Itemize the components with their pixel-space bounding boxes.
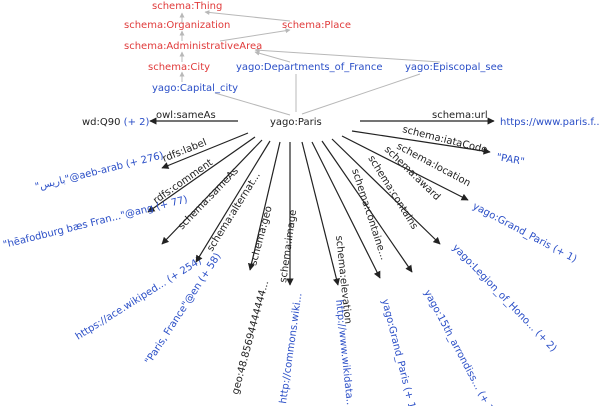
edge-line — [147, 136, 256, 213]
edge-value-label[interactable]: http://commons.wiki... — [278, 292, 304, 404]
edge-0: owl:sameAs wd:Q90 (+ 2) — [82, 110, 238, 128]
edge-line — [301, 141, 340, 286]
edge-line — [161, 139, 263, 245]
class-labels: schema:Thing schema:Organization schema:… — [124, 1, 503, 94]
edge-property-label[interactable]: schema:url — [432, 110, 488, 121]
edge-property-label[interactable]: owl:sameAs — [156, 110, 216, 121]
edge-property-label[interactable]: schema:geo — [248, 205, 274, 267]
edge-more-count[interactable]: (+ 276) — [122, 150, 165, 171]
edge-value-label[interactable]: "باريس"@aeb-arab (+ 276) — [34, 150, 165, 193]
edge-9: schema:containe...yago:Grand_Paris (+ 1) — [311, 141, 418, 406]
class-episcopal-see[interactable]: yago:Episcopal_see — [405, 62, 503, 73]
edge-1: schema:url https://www.paris.f... — [360, 110, 600, 128]
edge-line — [161, 132, 249, 169]
hier-episcopal-admin — [254, 47, 441, 63]
edge-line — [331, 138, 441, 245]
edge-7: schema:image http://commons.wiki... — [278, 142, 305, 404]
hier-place-thing — [204, 9, 291, 22]
edge-value-label[interactable]: "PAR" — [495, 152, 525, 168]
edge-more-count[interactable]: (+ 2) — [121, 117, 150, 128]
type-episcopal-see — [301, 73, 421, 115]
class-administrative-area[interactable]: schema:AdministrativeArea — [124, 41, 262, 52]
edge-more-count[interactable]: (+ 2) — [530, 326, 558, 355]
edge-8: schema:elevationhttp://www.wikidata... — [301, 141, 355, 406]
edge-value-label[interactable]: yago:Grand_Paris (+ 1) — [471, 201, 579, 265]
edge-more-count[interactable]: (+ 1) — [400, 383, 418, 406]
edge-value-label[interactable]: wd:Q90 (+ 2) — [82, 117, 150, 128]
hier-admin-place — [219, 28, 291, 42]
edge-line — [351, 130, 491, 155]
class-thing[interactable]: schema:Thing — [152, 1, 222, 12]
edge-line — [311, 141, 381, 279]
class-hierarchy-lines — [179, 9, 441, 116]
class-place[interactable]: schema:Place — [282, 20, 351, 31]
edge-line — [247, 141, 281, 271]
type-capital-city — [214, 92, 291, 116]
edge-line — [341, 135, 469, 201]
class-organization[interactable]: schema:Organization — [124, 20, 230, 31]
edge-more-count[interactable]: (+ 19) — [474, 387, 500, 406]
edge-value-label[interactable]: yago:Legion_of_Hono... (+ 2) — [450, 242, 559, 354]
center-node[interactable]: yago:Paris — [270, 117, 322, 128]
edge-value-label[interactable]: geo:48.85694444444... — [230, 280, 271, 396]
edge-value-label[interactable]: "hēafodburg bæs Fran..."@ang (+ 77) — [2, 194, 189, 251]
hier-departments-admin — [254, 50, 291, 63]
class-departments-of-france[interactable]: yago:Departments_of_France — [236, 62, 383, 73]
edge-line — [195, 140, 271, 263]
edge-value-label[interactable]: yago:15th_arrondiss... (+ 19) — [421, 288, 500, 406]
edge-line — [321, 140, 413, 273]
edge-value-label[interactable]: https://www.paris.f... — [500, 117, 600, 128]
edge-property-label[interactable]: rdfs:label — [161, 137, 208, 165]
edge-property-label[interactable]: schema:image — [278, 209, 299, 283]
edge-value-label[interactable]: yago:Grand_Paris (+ 1) — [379, 298, 418, 406]
property-edges: owl:sameAs wd:Q90 (+ 2) schema:url https://… — [2, 110, 600, 406]
edge-more-count[interactable]: (+ 1) — [548, 242, 579, 265]
class-city[interactable]: schema:City — [148, 62, 210, 73]
class-capital-city[interactable]: yago:Capital_city — [152, 83, 238, 94]
